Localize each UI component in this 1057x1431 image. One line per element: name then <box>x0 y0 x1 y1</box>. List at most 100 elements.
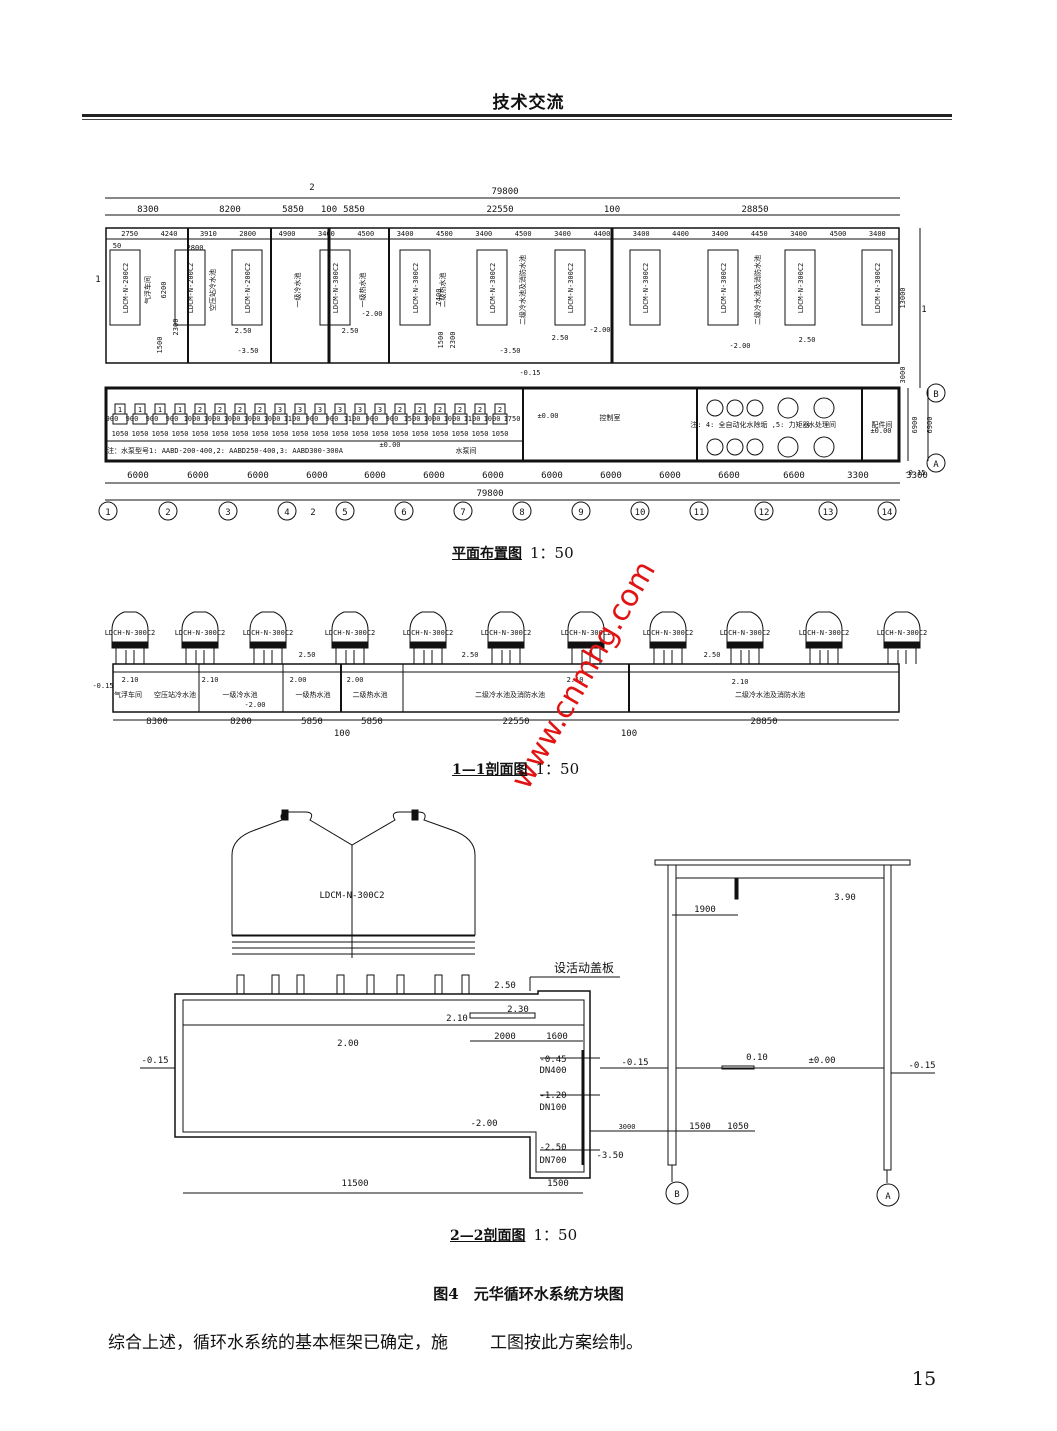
level-overflow-a: 2.10 <box>446 1014 468 1024</box>
pump-number: 1 <box>178 406 182 414</box>
cooling-tower <box>487 611 525 646</box>
pump-body <box>372 413 388 425</box>
pump-spacing-dim: 1000 <box>424 415 441 423</box>
dosing-circle <box>777 397 799 419</box>
plan-tower-box <box>231 249 263 326</box>
grid-axis-bubble <box>158 501 178 521</box>
softener-circle <box>706 438 724 456</box>
plan-span-dim: 5850 <box>343 205 365 215</box>
pump-number: 2 <box>258 406 262 414</box>
plan-level: 2.50 <box>552 334 569 342</box>
grid-axis-label: 13 <box>823 508 834 518</box>
pump-body <box>312 413 328 425</box>
plan-tower-label: LDCM-N-300C2 <box>720 263 728 314</box>
cooling-tower <box>111 611 149 646</box>
plan-span-dim: 8200 <box>219 205 241 215</box>
section1-basin-name: 空压站冷水池 <box>154 690 196 699</box>
section1-span-dim: 22550 <box>502 717 529 727</box>
cooling-tower <box>805 611 843 646</box>
plan-subspan-dim: 3400 <box>633 230 650 238</box>
grid-axis-label: 12 <box>759 508 770 518</box>
grid-axis-bubble <box>98 501 118 521</box>
plan-tower-label: LDCM-N-300C2 <box>332 263 340 314</box>
plan-subspan-dim: 4400 <box>593 230 610 238</box>
plan-tower-label: LDCM-N-200C2 <box>244 263 252 314</box>
tower-fill-band <box>111 641 149 649</box>
pump-body <box>152 413 168 425</box>
dosing-circle <box>813 436 835 458</box>
plan-tower-box <box>319 249 351 326</box>
grid-axis-bubble <box>754 501 774 521</box>
pump-spacing-dim: 900 <box>166 415 179 423</box>
pump-width-dim: 1050 <box>432 430 449 438</box>
plan-misc-dim: 6200 <box>160 282 168 299</box>
section-mark-1-left: 1 <box>95 275 100 285</box>
pump-body <box>272 413 288 425</box>
cooling-tower <box>883 611 921 646</box>
pump-number: 2 <box>398 406 402 414</box>
pump-number: 2 <box>438 406 442 414</box>
pump-body <box>292 413 308 425</box>
plan-subspan-dim: 4500 <box>357 230 374 238</box>
room-pump: 水泵间 <box>456 446 477 455</box>
pump-note: 注：水泵型号1: AABD-200-400,2: AABD250-400,3: … <box>107 446 344 455</box>
plan-tower-box <box>174 249 206 326</box>
grid-axis-bubble <box>571 501 591 521</box>
section-header: 技术交流 <box>492 93 565 113</box>
plan-level: -2.00 <box>589 326 610 334</box>
grid-axis-bubble <box>689 501 709 521</box>
grid-axis-label: 11 <box>694 508 705 518</box>
pump-body <box>232 413 248 425</box>
pump-width-dim: 1050 <box>492 430 509 438</box>
tower-leg <box>366 974 375 995</box>
section-2-2 <box>140 809 935 1207</box>
row-axis-bubble <box>926 453 946 473</box>
grid-axis-label: 14 <box>882 508 893 518</box>
softener-circle <box>726 438 744 456</box>
plan-tower-label: LDCM-N-300C2 <box>797 263 805 314</box>
plan-subspan-dim: 3400 <box>397 230 414 238</box>
section1-span-dim: 8300 <box>146 717 168 727</box>
section1-level: 2.10 <box>202 676 219 684</box>
plan-span-dim: 28850 <box>741 205 768 215</box>
section1-tower-label: LDCH-N-300C2 <box>175 629 226 637</box>
level-top: 2.50 <box>494 981 516 991</box>
row-axis-label: B <box>933 390 938 400</box>
grid-span-dim: 6000 <box>541 471 563 481</box>
section1-level: 2.00 <box>347 676 364 684</box>
plan-subspan-dim: 3400 <box>475 230 492 238</box>
grid-axis-bubble <box>335 501 355 521</box>
tower-fill-band <box>726 641 764 649</box>
plan-tower-box <box>399 249 431 326</box>
section1-tower-label: LDCH-N-300C2 <box>877 629 928 637</box>
pump-spacing-dim: 1100 <box>344 415 361 423</box>
section1-basin-name: 二级冷水池及消防水池 <box>735 690 805 699</box>
plan-level: ±0.00 <box>379 441 400 449</box>
section1-tower-label: LDCH-N-300C2 <box>643 629 694 637</box>
pump-width-dim: 1050 <box>272 430 289 438</box>
pump-width-dim: 1050 <box>452 430 469 438</box>
section1-joint-dim: 100 <box>621 729 637 739</box>
pump-number: 2 <box>478 406 482 414</box>
row-axis-label: A <box>933 460 939 470</box>
pump-spacing-dim: 900 <box>146 415 159 423</box>
section1-level: 2.10 <box>732 678 749 686</box>
section1-tower-label: LDCH-N-300C2 <box>403 629 454 637</box>
plan-tower-box <box>784 249 816 326</box>
tower-leg <box>396 974 405 995</box>
pump-number: 1 <box>158 406 162 414</box>
room-control: 控制室 <box>600 413 621 422</box>
pump-body <box>112 413 128 425</box>
body-text-part1: 综合上述，循环水系统的基本框架已确定，施 <box>108 1333 448 1353</box>
pump-spacing-dim: 900 <box>126 415 139 423</box>
tower-fill-band <box>331 641 369 649</box>
plan-misc-dim: 2800 <box>187 244 204 252</box>
grid-axis-label: 4 <box>284 508 289 518</box>
cooling-tower <box>409 611 447 646</box>
pump-body <box>172 413 188 425</box>
section1-tower-label: LDCH-N-300C2 <box>243 629 294 637</box>
pump-width-dim: 1050 <box>412 430 429 438</box>
level-pad: 0.10 <box>746 1053 768 1063</box>
